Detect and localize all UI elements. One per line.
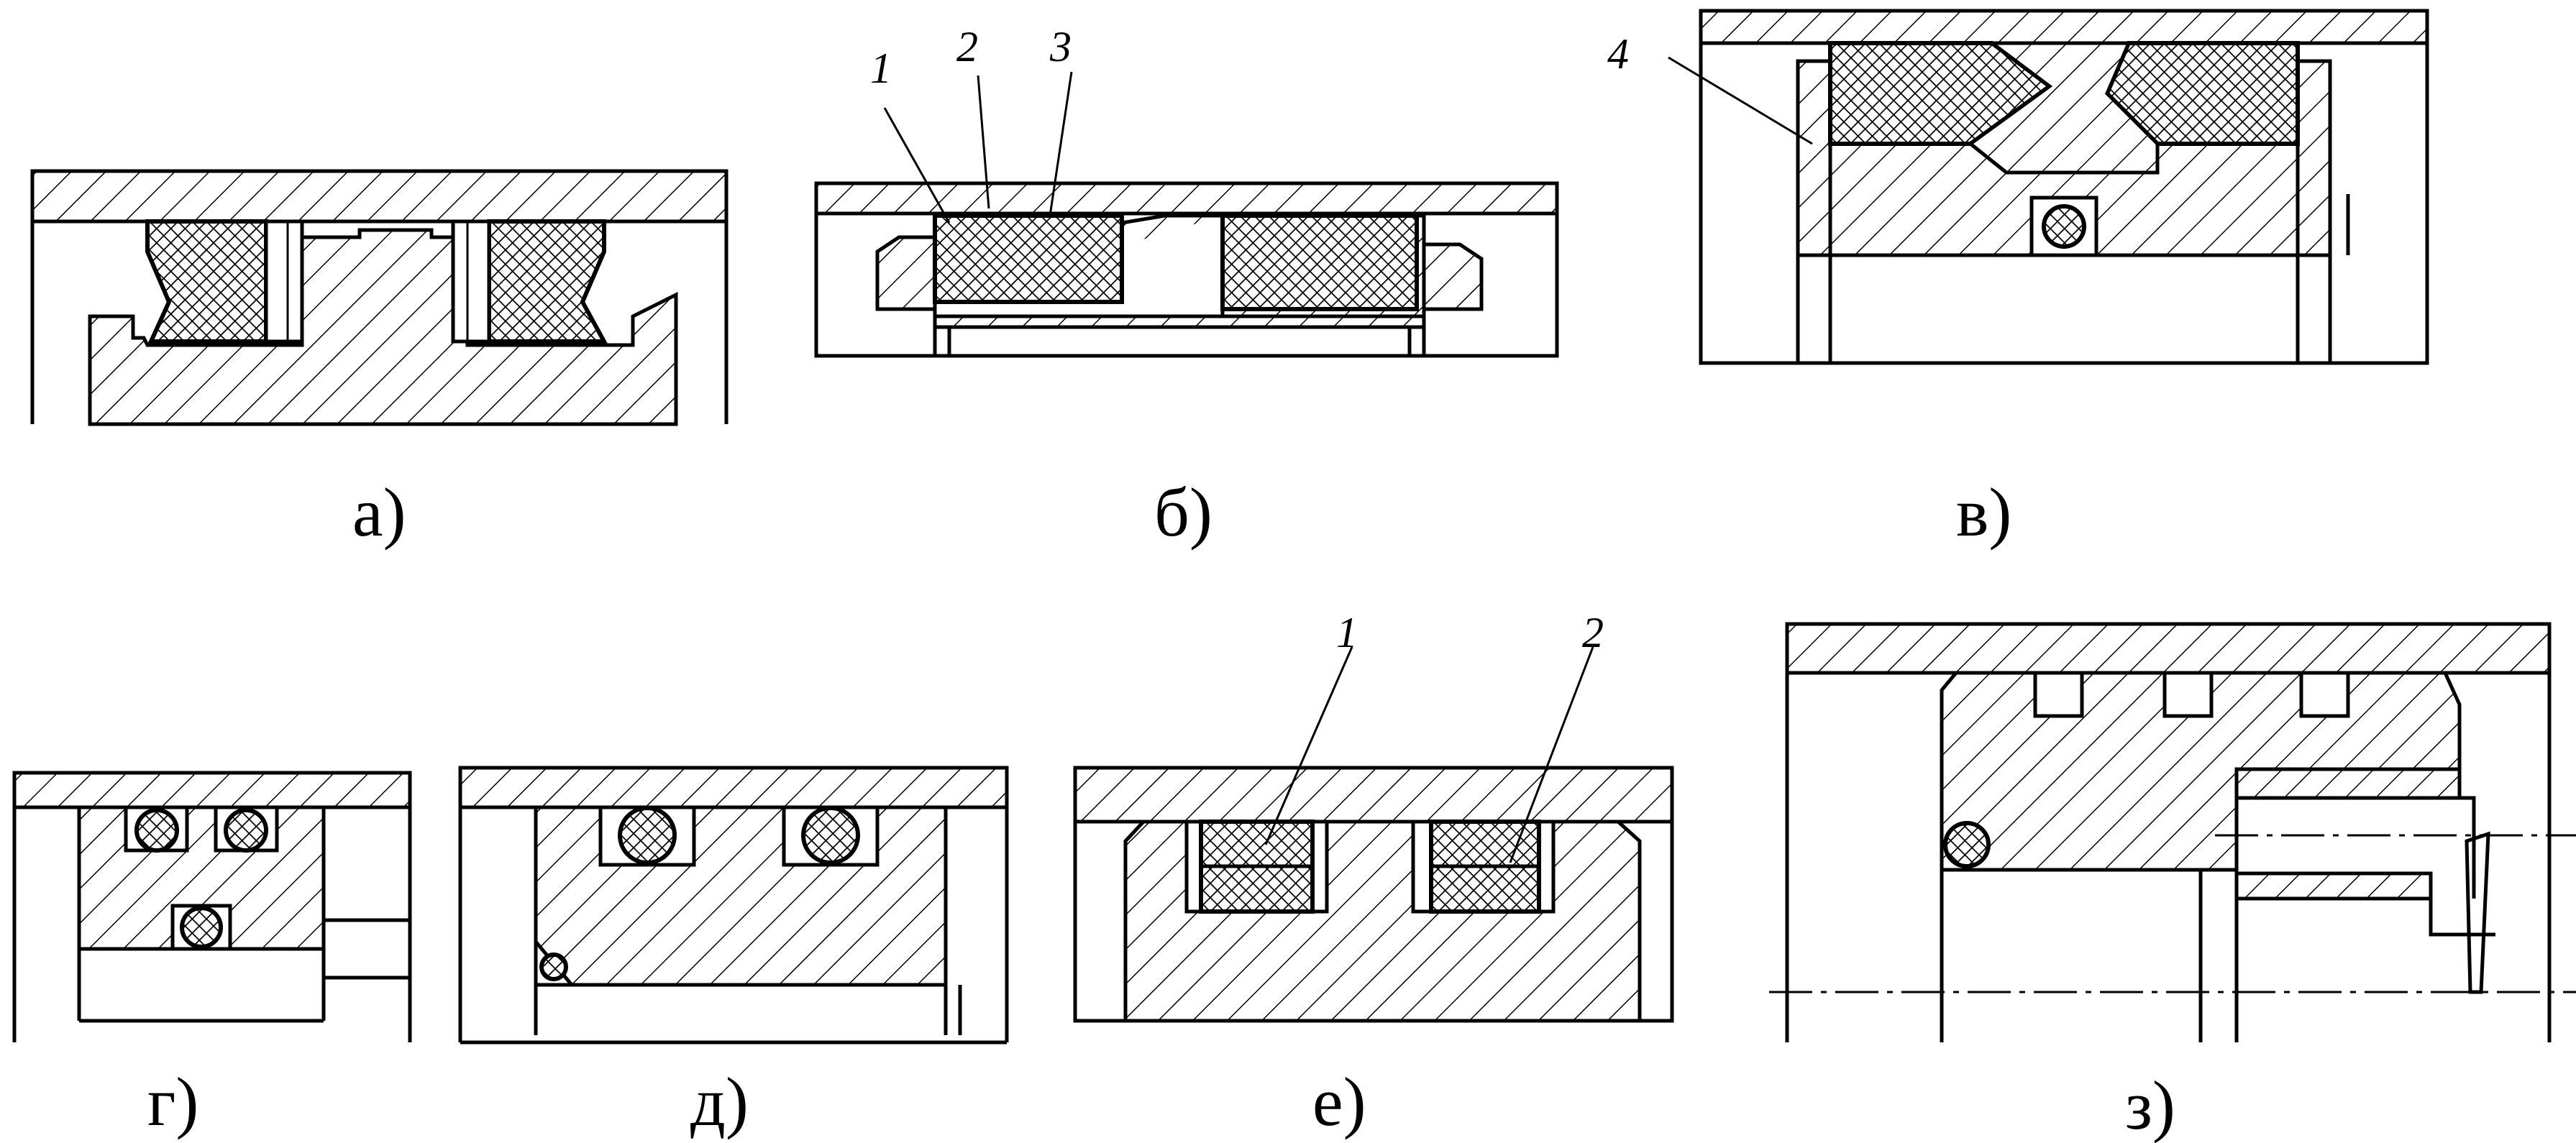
piston bbox=[88, 228, 678, 426]
leader-lines bbox=[883, 71, 1073, 224]
panel-b: 1 2 3 б) bbox=[814, 23, 1559, 551]
o-ring-small bbox=[539, 952, 568, 981]
callout-1: 1 bbox=[1336, 609, 1358, 656]
outline bbox=[12, 807, 412, 1042]
rod-lines bbox=[1940, 796, 2495, 1042]
caption-v: в) bbox=[1956, 474, 2011, 551]
lines bbox=[933, 309, 1426, 356]
caption-a: а) bbox=[352, 474, 406, 551]
right-ring bbox=[2296, 59, 2332, 257]
nut-lower bbox=[2234, 871, 2433, 901]
piston bbox=[534, 805, 948, 987]
ring-left bbox=[264, 219, 304, 344]
lines bbox=[1796, 194, 2350, 363]
left-flange bbox=[875, 235, 937, 311]
groove bbox=[2033, 671, 2084, 718]
groove bbox=[2299, 671, 2350, 718]
callout-4: 4 bbox=[1607, 30, 1629, 78]
lines bbox=[534, 985, 962, 1035]
ring-right bbox=[451, 219, 491, 344]
seal-left bbox=[933, 214, 1124, 304]
outline bbox=[1785, 673, 2552, 1042]
seal-right bbox=[487, 219, 608, 344]
cylinder-wall bbox=[1073, 766, 1674, 824]
panel-e: 1 2 е) bbox=[1073, 609, 1674, 1140]
o-ring bbox=[801, 806, 860, 865]
panel-z: з) bbox=[1769, 622, 2576, 1143]
right-flange bbox=[1422, 242, 1484, 311]
callout-3: 3 bbox=[1049, 23, 1072, 70]
leader-line bbox=[1668, 56, 1813, 145]
caption-d: д) bbox=[690, 1063, 749, 1140]
left-ring bbox=[1796, 59, 1832, 257]
outline bbox=[814, 214, 1559, 358]
leader-lines bbox=[1264, 646, 1594, 863]
o-ring bbox=[180, 906, 223, 949]
rod bbox=[933, 314, 1426, 329]
panel-g: г) bbox=[12, 771, 412, 1140]
callout-2: 2 bbox=[956, 23, 978, 70]
cylinder-wall bbox=[814, 181, 1559, 216]
o-ring bbox=[1943, 821, 1991, 868]
cylinder-wall bbox=[1699, 9, 2429, 45]
cylinder-wall bbox=[1785, 622, 2552, 675]
o-ring bbox=[2042, 204, 2086, 249]
panel-d: д) bbox=[458, 766, 1009, 1140]
cylinder-wall bbox=[30, 169, 729, 224]
outline bbox=[458, 807, 1009, 1045]
groove bbox=[2162, 671, 2214, 718]
lines bbox=[77, 918, 410, 1023]
seal-right bbox=[1220, 214, 1419, 311]
cylinder-wall bbox=[12, 771, 412, 809]
cotter-pin bbox=[2465, 831, 2490, 994]
wedge bbox=[1967, 41, 2160, 175]
caption-b: б) bbox=[1154, 474, 1212, 551]
panel-a: а) bbox=[30, 169, 729, 551]
o-ring bbox=[618, 806, 677, 865]
cylinder-wall bbox=[458, 766, 1009, 809]
outline bbox=[1699, 43, 2429, 365]
o-ring bbox=[224, 808, 268, 853]
caption-g: г) bbox=[147, 1063, 198, 1140]
seal-left bbox=[145, 219, 268, 344]
outline bbox=[30, 221, 729, 424]
callout-2: 2 bbox=[1582, 609, 1604, 656]
panel-v: 4 в) bbox=[1607, 9, 2429, 551]
caption-e: е) bbox=[1312, 1063, 1366, 1140]
o-ring bbox=[134, 808, 179, 853]
caption-z: з) bbox=[2125, 1067, 2175, 1143]
nut-upper bbox=[2234, 767, 2462, 800]
callout-1: 1 bbox=[870, 45, 892, 92]
